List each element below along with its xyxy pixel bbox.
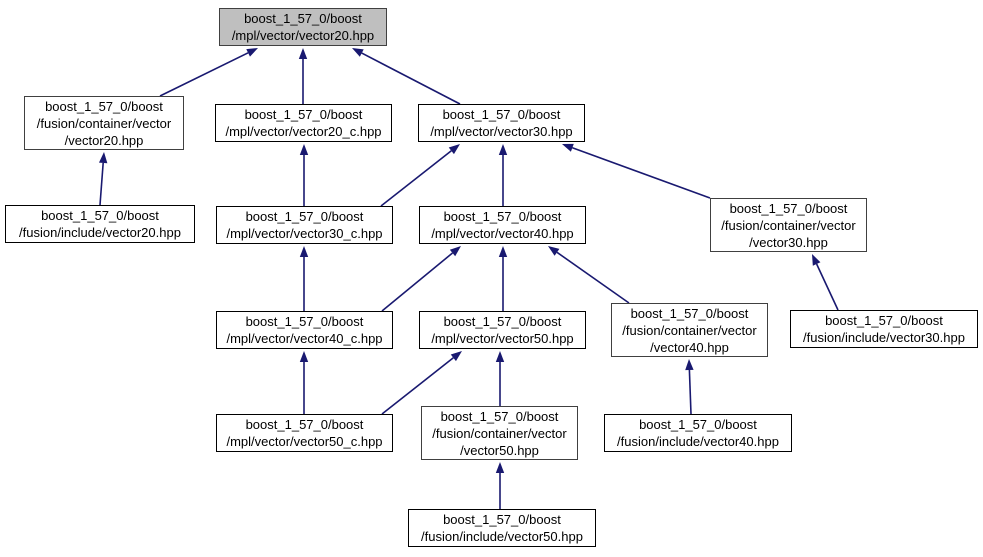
graph-edge-line	[815, 263, 839, 311]
graph-node-label: boost_1_57_0/boost /mpl/vector/vector20.…	[231, 11, 375, 43]
graph-edge-arrowhead	[498, 144, 508, 155]
graph-node-fusion-include-vector30[interactable]: boost_1_57_0/boost /fusion/include/vecto…	[790, 310, 978, 348]
graph-node-label: boost_1_57_0/boost /fusion/include/vecto…	[19, 208, 181, 240]
graph-edge-line	[572, 147, 711, 199]
graph-node-mpl-vector50-c[interactable]: boost_1_57_0/boost /mpl/vector/vector50_…	[216, 414, 393, 452]
graph-node-fusion-container-vector30[interactable]: boost_1_57_0/boost /fusion/container/vec…	[710, 198, 867, 252]
graph-edge-arrowhead	[299, 246, 309, 257]
graph-node-mpl-vector30[interactable]: boost_1_57_0/boost /mpl/vector/vector30.…	[418, 104, 585, 142]
graph-edge-arrowhead	[495, 351, 505, 362]
graph-node-mpl-vector30-c[interactable]: boost_1_57_0/boost /mpl/vector/vector30_…	[216, 206, 393, 244]
graph-node-fusion-container-vector20[interactable]: boost_1_57_0/boost /fusion/container/vec…	[24, 96, 184, 150]
graph-node-mpl-vector20-c[interactable]: boost_1_57_0/boost /mpl/vector/vector20_…	[215, 104, 392, 142]
graph-edge-arrowhead	[495, 462, 505, 473]
graph-node-mpl-vector40-c[interactable]: boost_1_57_0/boost /mpl/vector/vector40_…	[216, 311, 393, 349]
graph-edge-line	[381, 252, 454, 312]
graph-node-label: boost_1_57_0/boost /fusion/container/vec…	[721, 200, 856, 250]
graph-edge-arrowhead	[562, 143, 574, 152]
graph-node-label: boost_1_57_0/boost /fusion/container/vec…	[622, 305, 757, 355]
graph-node-fusion-include-vector20[interactable]: boost_1_57_0/boost /fusion/include/vecto…	[5, 205, 195, 243]
graph-edge-arrowhead	[812, 254, 821, 266]
graph-edge-line	[159, 52, 249, 97]
graph-node-label: boost_1_57_0/boost /fusion/include/vecto…	[803, 313, 965, 345]
graph-edge-arrowhead	[299, 144, 309, 155]
graph-edge-arrowhead	[498, 246, 508, 257]
graph-edge-arrowhead	[298, 48, 308, 59]
graph-edge-arrowhead	[548, 246, 560, 256]
graph-node-label: boost_1_57_0/boost /mpl/vector/vector50_…	[226, 417, 383, 449]
graph-node-label: boost_1_57_0/boost /mpl/vector/vector20_…	[225, 107, 382, 139]
graph-node-label: boost_1_57_0/boost /mpl/vector/vector50.…	[431, 314, 574, 346]
graph-node-mpl-vector40[interactable]: boost_1_57_0/boost /mpl/vector/vector40.…	[419, 206, 586, 244]
graph-node-label: boost_1_57_0/boost /mpl/vector/vector40.…	[431, 209, 574, 241]
graph-edge-arrowhead	[98, 152, 108, 164]
graph-edge-line	[380, 150, 452, 207]
graph-node-fusion-container-vector40[interactable]: boost_1_57_0/boost /fusion/container/vec…	[611, 303, 768, 357]
graph-edge-arrowhead	[246, 48, 258, 57]
graph-edge-arrowhead	[685, 359, 694, 371]
graph-edge-arrowhead	[450, 351, 462, 362]
graph-edge-arrowhead	[449, 246, 461, 257]
graph-edge-arrowhead	[352, 48, 364, 57]
graph-node-label: boost_1_57_0/boost /fusion/container/vec…	[432, 408, 567, 458]
graph-node-label: boost_1_57_0/boost /mpl/vector/vector30.…	[430, 107, 573, 139]
graph-edge-line	[556, 251, 630, 304]
graph-node-fusion-include-vector50[interactable]: boost_1_57_0/boost /fusion/include/vecto…	[408, 509, 596, 547]
graph-edge-arrowhead	[299, 351, 309, 362]
graph-node-label: boost_1_57_0/boost /fusion/include/vecto…	[421, 512, 583, 544]
graph-edge-arrowhead	[448, 144, 460, 155]
graph-node-label: boost_1_57_0/boost /fusion/include/vecto…	[617, 417, 779, 449]
graph-edge-line	[361, 52, 461, 105]
graph-edge-line	[99, 162, 104, 206]
graph-node-label: boost_1_57_0/boost /fusion/container/vec…	[36, 98, 172, 148]
graph-node-label: boost_1_57_0/boost /mpl/vector/vector40_…	[226, 314, 383, 346]
graph-node-mpl-vector20[interactable]: boost_1_57_0/boost /mpl/vector/vector20.…	[219, 8, 387, 46]
graph-node-label: boost_1_57_0/boost /mpl/vector/vector30_…	[226, 209, 383, 241]
graph-edge-line	[688, 369, 692, 415]
graph-node-mpl-vector50[interactable]: boost_1_57_0/boost /mpl/vector/vector50.…	[419, 311, 586, 349]
graph-node-fusion-include-vector40[interactable]: boost_1_57_0/boost /fusion/include/vecto…	[604, 414, 792, 452]
graph-node-fusion-container-vector50[interactable]: boost_1_57_0/boost /fusion/container/vec…	[421, 406, 578, 460]
